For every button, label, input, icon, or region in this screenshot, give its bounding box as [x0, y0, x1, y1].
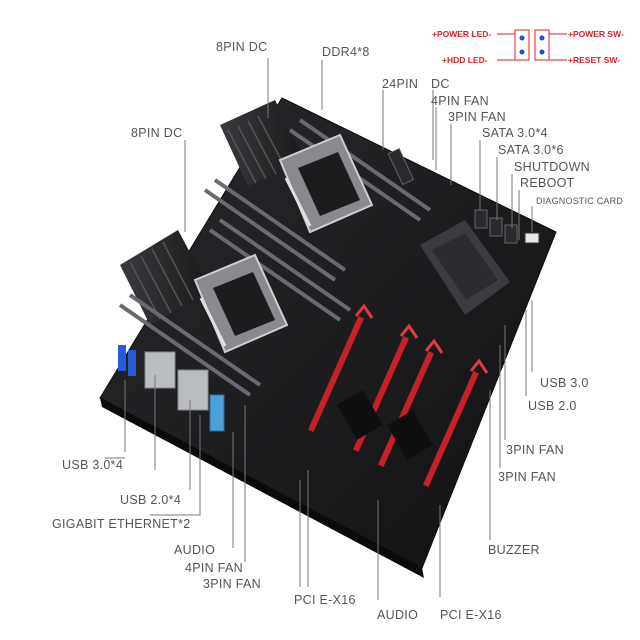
- rear-io: [118, 345, 225, 432]
- label-usb-3-0-right: USB 3.0: [540, 376, 589, 390]
- label-sata-3-0x4: SATA 3.0*4: [482, 126, 548, 140]
- reset-sw-label: +RESET SW-: [568, 55, 621, 65]
- power-led-label: +POWER LED-: [432, 29, 492, 39]
- label-8pin-dc-left: 8PIN DC: [131, 126, 183, 140]
- label-3pin-fan-right-1: 3PIN FAN: [506, 443, 564, 457]
- front-panel-header: [497, 29, 567, 61]
- label-reboot: REBOOT: [520, 176, 575, 190]
- label-3pin-fan-top: 3PIN FAN: [448, 110, 506, 124]
- label-usb-2-0x4: USB 2.0*4: [120, 493, 182, 507]
- cpu-socket-1: [278, 133, 374, 234]
- sata-ports: [474, 209, 518, 244]
- label-usb-2-0-right: USB 2.0: [528, 399, 577, 413]
- label-8pin-dc-top: 8PIN DC: [216, 40, 268, 54]
- label-shutdown: SHUTDOWN: [514, 160, 591, 174]
- label-dc: DC: [431, 77, 450, 91]
- label-audio-left: AUDIO: [174, 543, 216, 557]
- label-3pin-fan-bottom: 3PIN FAN: [203, 577, 261, 591]
- label-audio-bottom: AUDIO: [377, 608, 419, 622]
- label-gigabit-ethernet: GIGABIT ETHERNET*2: [52, 517, 191, 531]
- label-ddr4: DDR4*8: [322, 45, 370, 59]
- atx-24pin-connector: [387, 147, 415, 186]
- label-4pin-fan-bottom: 4PIN FAN: [185, 561, 243, 575]
- power-sw-label: +POWER SW-: [568, 29, 624, 39]
- pcie-slots: [308, 316, 479, 487]
- pcb-edge: [100, 398, 424, 578]
- label-usb-3-0x4: USB 3.0*4: [62, 458, 124, 472]
- m2-slot-2: [387, 410, 433, 460]
- hdd-led-label: +HDD LED-: [442, 55, 488, 65]
- diagnostic-display: [524, 232, 540, 244]
- leader-lines: [105, 58, 533, 600]
- label-24pin: 24PIN: [382, 77, 419, 91]
- label-pcie-x16-left: PCI E-X16: [294, 593, 356, 607]
- label-pcie-x16-right: PCI E-X16: [440, 608, 502, 622]
- label-sata-3-0x6: SATA 3.0*6: [498, 143, 564, 157]
- cpu-socket-2: [193, 253, 289, 354]
- label-diagnostic-card: DIAGNOSTIC CARD: [536, 196, 624, 206]
- label-4pin-fan-top: 4PIN FAN: [431, 94, 489, 108]
- label-buzzer: BUZZER: [488, 543, 540, 557]
- m2-slot-1: [337, 390, 383, 440]
- label-3pin-fan-right-2: 3PIN FAN: [498, 470, 556, 484]
- dimm-slots-bottom: [118, 218, 352, 397]
